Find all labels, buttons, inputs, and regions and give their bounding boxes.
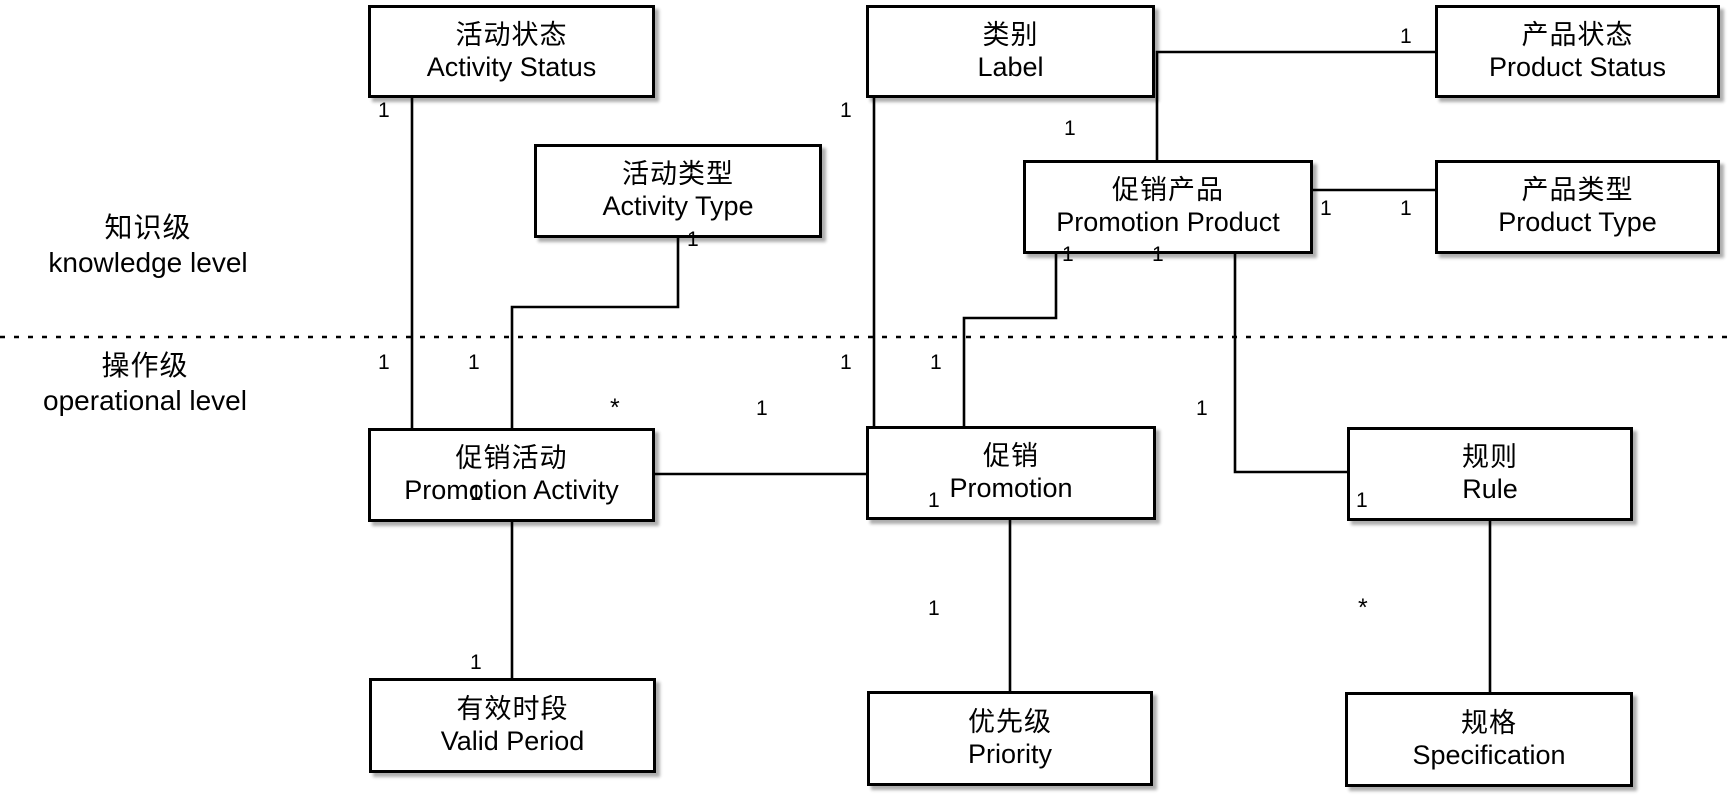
entity-specification[interactable]: 规格 Specification xyxy=(1345,692,1633,787)
level-label-operational-cn: 操作级 xyxy=(101,350,189,381)
multiplicity-product-type-left: 1 xyxy=(1400,197,1412,220)
multiplicity-promotion-bottom: 1 xyxy=(928,489,940,512)
multiplicity-promotion-activity-top-left: 1 xyxy=(378,351,390,374)
entity-promotion-product[interactable]: 促销产品 Promotion Product xyxy=(1023,160,1313,254)
edge-promotion-product-rule xyxy=(1233,254,1347,474)
level-label-operational: 操作级 operational level xyxy=(26,348,264,418)
entity-promotion-activity[interactable]: 促销活动 Promotion Activity xyxy=(368,428,655,522)
entity-promotion-product-en: Promotion Product xyxy=(1056,207,1280,238)
entity-product-status-en: Product Status xyxy=(1488,51,1667,82)
multiplicity-promotion-product-right: 1 xyxy=(1320,197,1332,220)
multiplicity-activity-type-bottom: 1 xyxy=(687,228,699,251)
entity-promotion-cn: 促销 xyxy=(983,441,1039,472)
edge-promotion-product-promotion xyxy=(962,254,1058,426)
entity-promotion-activity-cn: 促销活动 xyxy=(455,443,568,474)
level-label-operational-en: operational level xyxy=(43,385,247,416)
multiplicity-promotion-activity-right: * xyxy=(610,394,620,422)
entity-rule[interactable]: 规则 Rule xyxy=(1347,427,1633,521)
entity-promotion-activity-en: Promotion Activity xyxy=(404,475,619,506)
multiplicity-specification-top: * xyxy=(1358,594,1368,622)
entity-activity-status-en: Activity Status xyxy=(426,51,597,82)
multiplicity-activity-status-bottom: 1 xyxy=(378,99,390,122)
entity-activity-type[interactable]: 活动类型 Activity Type xyxy=(534,144,822,238)
entity-activity-status[interactable]: 活动状态 Activity Status xyxy=(368,5,655,98)
entity-valid-period-en: Valid Period xyxy=(440,725,585,756)
entity-promotion-product-cn: 促销产品 xyxy=(1112,175,1224,206)
multiplicity-rule-left: 1 xyxy=(1196,397,1208,420)
multiplicity-promotion-activity-top-right: 1 xyxy=(468,351,480,374)
entity-product-type[interactable]: 产品类型 Product Type xyxy=(1435,160,1720,254)
multiplicity-promotion-activity-bottom: 1 xyxy=(470,482,482,505)
multiplicity-promotion-top-left: 1 xyxy=(840,351,852,374)
level-label-knowledge-en: knowledge level xyxy=(48,247,248,278)
entity-activity-type-en: Activity Type xyxy=(602,191,754,222)
entity-label[interactable]: 类别 Label xyxy=(866,5,1155,98)
entity-activity-status-cn: 活动状态 xyxy=(455,19,568,50)
edge-activity-type-promotion-activity xyxy=(510,238,680,428)
multiplicity-promotion-product-top: 1 xyxy=(1064,117,1076,140)
entity-priority-cn: 优先级 xyxy=(968,706,1052,737)
multiplicity-priority-top: 1 xyxy=(928,597,940,620)
entity-product-type-cn: 产品类型 xyxy=(1521,175,1634,206)
entity-product-status[interactable]: 产品状态 Product Status xyxy=(1435,5,1720,98)
multiplicity-label-bottom: 1 xyxy=(840,99,852,122)
multiplicity-promotion-product-bottom-left: 1 xyxy=(1062,243,1074,266)
entity-valid-period[interactable]: 有效时段 Valid Period xyxy=(369,678,656,773)
entity-label-en: Label xyxy=(977,51,1044,82)
multiplicity-promotion-product-bottom-right: 1 xyxy=(1152,243,1164,266)
entity-product-type-en: Product Type xyxy=(1498,207,1657,238)
level-label-knowledge-cn: 知识级 xyxy=(104,212,192,243)
edge-product-status-promotion-product xyxy=(1155,50,1435,160)
multiplicity-rule-bottom: 1 xyxy=(1356,489,1368,512)
entity-product-status-cn: 产品状态 xyxy=(1521,19,1634,50)
multiplicity-valid-period-top: 1 xyxy=(470,651,482,674)
entity-priority[interactable]: 优先级 Priority xyxy=(867,691,1153,786)
entity-priority-en: Priority xyxy=(967,738,1052,769)
entity-activity-type-cn: 活动类型 xyxy=(622,159,734,190)
multiplicity-product-status-left: 1 xyxy=(1400,25,1412,48)
entity-valid-period-cn: 有效时段 xyxy=(456,693,569,724)
entity-rule-en: Rule xyxy=(1462,474,1518,505)
entity-label-cn: 类别 xyxy=(982,19,1039,50)
multiplicity-promotion-top-right: 1 xyxy=(930,351,942,374)
entity-specification-cn: 规格 xyxy=(1461,707,1517,738)
level-label-knowledge: 知识级 knowledge level xyxy=(38,210,258,280)
multiplicity-promotion-left: 1 xyxy=(756,397,768,420)
entity-promotion[interactable]: 促销 Promotion xyxy=(866,426,1156,520)
entity-rule-cn: 规则 xyxy=(1462,442,1518,473)
entity-specification-en: Specification xyxy=(1412,739,1566,770)
entity-promotion-en: Promotion xyxy=(949,473,1073,504)
